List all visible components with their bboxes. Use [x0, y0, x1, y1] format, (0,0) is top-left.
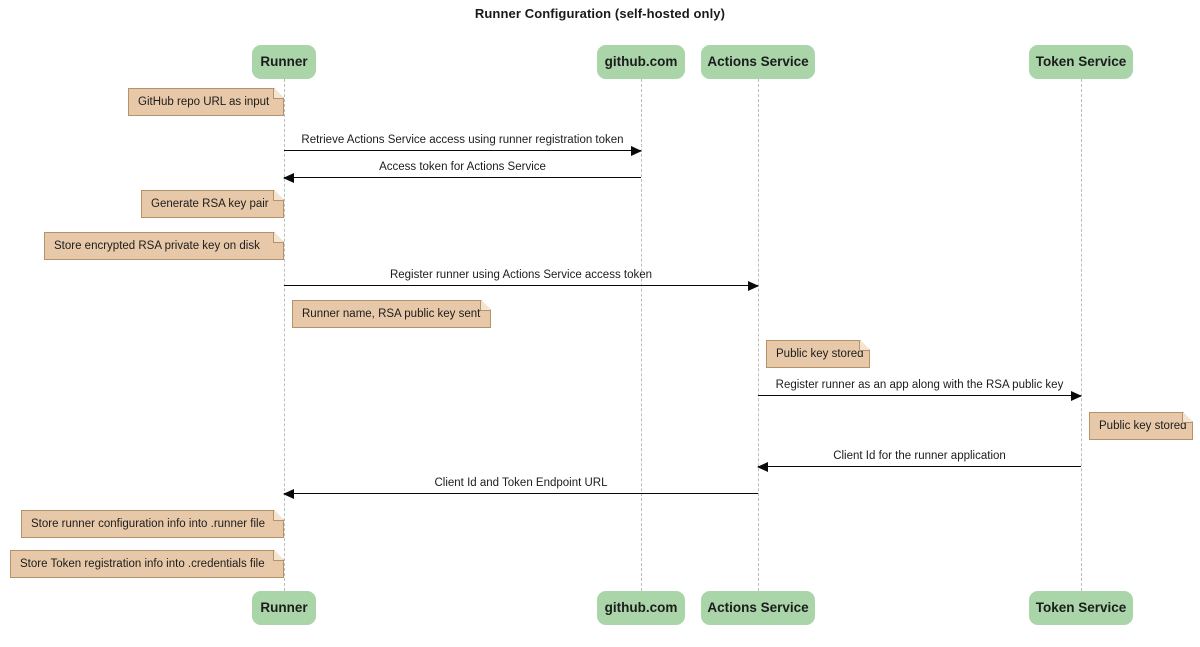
note-fold-corner-icon — [273, 551, 283, 561]
message-arrow-msg-1[interactable]: Retrieve Actions Service access using ru… — [284, 134, 642, 156]
participant-token-top[interactable]: Token Service — [1029, 45, 1133, 79]
message-label: Client Id for the runner application — [833, 450, 1006, 462]
message-label: Access token for Actions Service — [379, 161, 546, 173]
note-fold-corner-icon — [273, 233, 283, 243]
participant-token-bottom[interactable]: Token Service — [1029, 591, 1133, 625]
message-arrow-msg-6[interactable]: Client Id and Token Endpoint URL — [283, 477, 758, 499]
message-arrow-msg-3[interactable]: Register runner using Actions Service ac… — [284, 269, 759, 291]
note-note-7[interactable]: Store runner configuration info into .ru… — [21, 510, 284, 538]
note-text: Runner name, RSA public key sent — [302, 308, 481, 320]
arrowhead-right-icon — [631, 145, 642, 156]
note-note-2[interactable]: Generate RSA key pair — [141, 190, 284, 218]
note-note-1[interactable]: GitHub repo URL as input — [128, 88, 284, 116]
note-fold-corner-icon — [273, 191, 283, 201]
message-label: Register runner as an app along with the… — [775, 379, 1064, 391]
note-text: Generate RSA key pair — [151, 198, 269, 210]
note-fold-corner-icon — [859, 341, 869, 351]
arrowhead-left-icon — [283, 172, 294, 183]
participant-runner-bottom[interactable]: Runner — [252, 591, 316, 625]
message-label: Client Id and Token Endpoint URL — [434, 477, 608, 489]
page-title: Runner Configuration (self-hosted only) — [474, 6, 726, 21]
note-text: GitHub repo URL as input — [138, 96, 270, 108]
note-fold-corner-icon — [273, 89, 283, 99]
lifeline-github — [640, 79, 642, 591]
message-arrow-msg-5[interactable]: Client Id for the runner application — [757, 450, 1081, 472]
note-text: Store Token registration info into .cred… — [20, 558, 265, 570]
arrowhead-left-icon — [283, 488, 294, 499]
note-note-5[interactable]: Public key stored — [766, 340, 870, 368]
message-arrow-msg-4[interactable]: Register runner as an app along with the… — [758, 379, 1082, 401]
message-label: Register runner using Actions Service ac… — [389, 269, 653, 281]
note-text: Public key stored — [1099, 420, 1187, 432]
participant-github-top[interactable]: github.com — [597, 45, 685, 79]
note-note-8[interactable]: Store Token registration info into .cred… — [10, 550, 284, 578]
arrowhead-right-icon — [1071, 390, 1082, 401]
participant-actions-bottom[interactable]: Actions Service — [701, 591, 815, 625]
note-text: Public key stored — [776, 348, 864, 360]
note-note-3[interactable]: Store encrypted RSA private key on disk — [44, 232, 284, 260]
note-fold-corner-icon — [480, 301, 490, 311]
lifeline-token — [1080, 79, 1082, 591]
note-text: Store encrypted RSA private key on disk — [54, 240, 260, 252]
message-label: Retrieve Actions Service access using ru… — [301, 134, 624, 146]
note-fold-corner-icon — [1182, 413, 1192, 423]
note-fold-corner-icon — [273, 511, 283, 521]
note-note-6[interactable]: Public key stored — [1089, 412, 1193, 440]
participant-actions-top[interactable]: Actions Service — [701, 45, 815, 79]
participant-github-bottom[interactable]: github.com — [597, 591, 685, 625]
lifeline-actions — [757, 79, 759, 591]
lifeline-runner — [283, 79, 285, 591]
note-text: Store runner configuration info into .ru… — [31, 518, 265, 530]
message-arrow-msg-2[interactable]: Access token for Actions Service — [283, 161, 641, 183]
participant-runner-top[interactable]: Runner — [252, 45, 316, 79]
arrowhead-left-icon — [757, 461, 768, 472]
note-note-4[interactable]: Runner name, RSA public key sent — [292, 300, 491, 328]
arrowhead-right-icon — [748, 280, 759, 291]
